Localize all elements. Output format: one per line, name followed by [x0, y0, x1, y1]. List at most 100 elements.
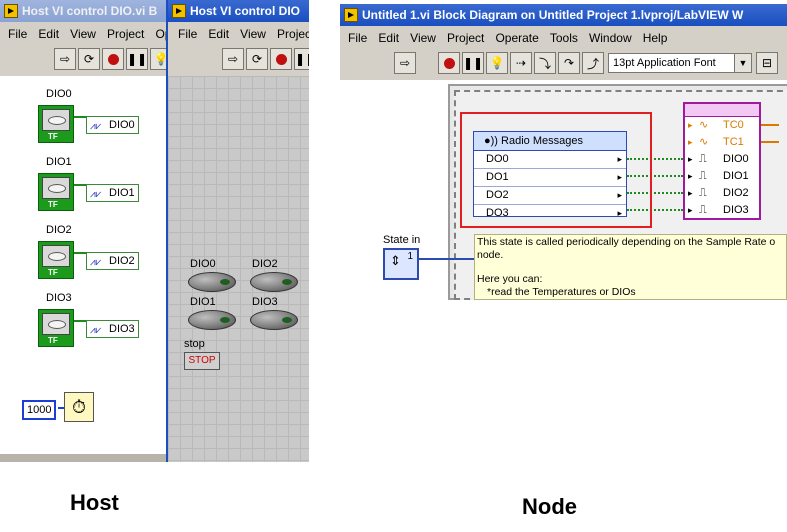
menu-edit[interactable]: Edit	[38, 27, 60, 41]
front-panel-titlebar[interactable]: Host VI control DIO	[168, 0, 309, 22]
font-selector[interactable]: 13pt Application Font ▼	[608, 53, 752, 73]
menu-window[interactable]: Window	[588, 31, 632, 45]
run-arrow-icon[interactable]: ⇨	[222, 48, 244, 70]
fpga-io-node[interactable]: ⩘⩗DIO3	[86, 320, 139, 338]
numeric-constant[interactable]: 1000	[22, 400, 57, 420]
wire	[74, 252, 86, 254]
led-label: DIO0	[190, 258, 216, 270]
comment-line: Here you can:	[477, 273, 543, 285]
stop-label: stop	[184, 338, 205, 350]
menu-help[interactable]: Help	[642, 31, 668, 45]
menu-edit[interactable]: Edit	[378, 31, 400, 45]
step-into-icon[interactable]: ⤵	[534, 52, 556, 74]
waveform-icon: ∿	[699, 119, 709, 131]
run-arrow-icon[interactable]: ⇨	[54, 48, 76, 70]
node-toolbar: ⇨ ❚❚ 💡 ⇢ ⤵ ↷ ⤴ 13pt Application Font ▼ ⊟	[340, 50, 787, 78]
menu-file[interactable]: File	[8, 27, 28, 41]
step-out-icon[interactable]: ⤴	[582, 52, 604, 74]
waveform-icon: ⩘⩗	[90, 121, 102, 132]
fpga-io-node[interactable]: ⩘⩗DIO1	[86, 184, 139, 202]
highlight-icon[interactable]: 💡	[486, 52, 508, 74]
retain-wire-values-icon[interactable]: ⇢	[510, 52, 532, 74]
waveform-icon: ⩘⩗	[90, 257, 102, 268]
led-indicator	[250, 310, 298, 330]
front-panel-canvas: DIO0 DIO2 DIO1 DIO3 stop STOP	[168, 76, 309, 462]
menu-operate[interactable]: Operate	[495, 31, 539, 45]
node-window-titlebar[interactable]: Untitled 1.vi Block Diagram on Untitled …	[340, 4, 787, 26]
run-arrow-icon[interactable]: ⇨	[394, 52, 416, 74]
boolean-control-terminal[interactable]: TF	[38, 241, 74, 279]
pulse-icon: ⎍	[699, 170, 707, 182]
bundle-row: ▸⎍DIO2	[685, 185, 759, 202]
host-scrollbar[interactable]	[0, 454, 168, 462]
radio-messages-cluster[interactable]: ●)) Radio Messages DO0 DO1 DO2 DO3	[473, 131, 627, 222]
state-in-terminal[interactable]: ⇕ 1	[383, 248, 419, 280]
labview-icon	[172, 4, 186, 18]
wire	[627, 192, 683, 194]
run-continuous-icon[interactable]: ⟳	[78, 48, 100, 70]
menu-file[interactable]: File	[348, 31, 368, 45]
highlight-icon[interactable]: 💡	[150, 48, 168, 70]
state-in-label: State in	[383, 234, 421, 246]
node-menubar: File Edit View Project Operate Tools Win…	[340, 28, 787, 48]
wait-ms-icon[interactable]: ⏱	[64, 392, 94, 422]
align-objects-icon[interactable]: ⊟	[756, 52, 778, 74]
stop-button[interactable]: STOP	[184, 352, 220, 370]
led-indicator	[188, 310, 236, 330]
wire	[761, 141, 779, 143]
dio-label: DIO3	[46, 292, 72, 304]
menu-project[interactable]: Project	[277, 27, 309, 41]
run-continuous-icon[interactable]: ⟳	[246, 48, 268, 70]
pulse-icon: ⎍	[699, 187, 707, 199]
menu-project[interactable]: Project	[447, 31, 485, 45]
dio-label: DIO0	[46, 88, 72, 100]
host-window-titlebar[interactable]: Host VI control DIO.vi B	[0, 0, 168, 22]
abort-icon[interactable]	[102, 48, 124, 70]
pause-icon[interactable]: ❚❚	[294, 48, 309, 70]
bundle-row: ▸⎍DIO1	[685, 168, 759, 185]
comment-box[interactable]: This state is called periodically depend…	[474, 234, 787, 300]
front-panel-menubar: File Edit View Project	[168, 24, 309, 44]
menu-view[interactable]: View	[410, 31, 436, 45]
cluster-row[interactable]: DO3	[474, 205, 626, 222]
wire	[761, 124, 779, 126]
menu-file[interactable]: File	[178, 27, 198, 41]
front-panel-title: Host VI control DIO	[190, 4, 301, 18]
led-label: DIO2	[252, 258, 278, 270]
wire	[58, 407, 64, 409]
led-indicator	[188, 272, 236, 292]
bundle-row: ▸∿TC1	[685, 134, 759, 151]
step-over-icon[interactable]: ↷	[558, 52, 580, 74]
led-label: DIO3	[252, 296, 278, 308]
abort-icon[interactable]	[270, 48, 292, 70]
menu-view[interactable]: View	[240, 27, 266, 41]
boolean-control-terminal[interactable]: TF	[38, 309, 74, 347]
comment-line: This state is called periodically depend…	[477, 236, 776, 248]
wire	[74, 116, 86, 118]
menu-project[interactable]: Project	[107, 27, 145, 41]
menu-operate[interactable]: Ope	[155, 27, 168, 41]
host-caption: Host	[70, 490, 119, 515]
comment-line: node.	[477, 249, 504, 261]
pause-icon[interactable]: ❚❚	[462, 52, 484, 74]
menu-tools[interactable]: Tools	[549, 31, 578, 45]
led-label: DIO1	[190, 296, 216, 308]
boolean-control-terminal[interactable]: TF	[38, 105, 74, 143]
boolean-control-terminal[interactable]: TF	[38, 173, 74, 211]
pause-icon[interactable]: ❚❚	[126, 48, 148, 70]
fpga-io-node[interactable]: ⩘⩗DIO0	[86, 116, 139, 134]
radio-icon: ●))	[484, 135, 502, 147]
waveform-icon: ∿	[699, 136, 709, 148]
highlight-rectangle	[460, 112, 652, 228]
host-menubar: File Edit View Project Ope	[0, 24, 168, 44]
abort-icon[interactable]	[438, 52, 460, 74]
chevron-down-icon[interactable]: ▼	[734, 54, 751, 72]
menu-view[interactable]: View	[70, 27, 96, 41]
wire	[74, 184, 86, 186]
waveform-icon: ⩘⩗	[90, 325, 102, 336]
front-panel-window: Host VI control DIO File Edit View Proje…	[166, 0, 309, 462]
bundle-by-name-node[interactable]: ▸∿TC0 ▸∿TC1 ▸⎍DIO0 ▸⎍DIO1 ▸⎍DIO2 ▸⎍DIO3	[683, 102, 761, 220]
fpga-io-node[interactable]: ⩘⩗DIO2	[86, 252, 139, 270]
menu-edit[interactable]: Edit	[208, 27, 230, 41]
wire	[627, 175, 683, 177]
